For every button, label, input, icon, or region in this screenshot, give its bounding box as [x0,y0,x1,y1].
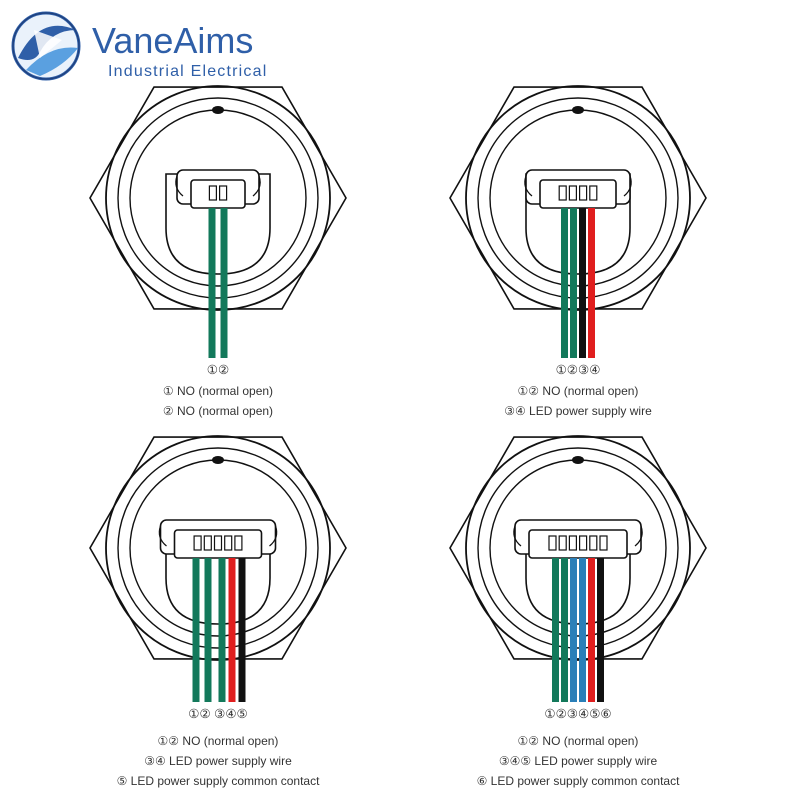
switch-diagram-1: ①② ① NO (normal open) ② NO (normal open) [89,85,347,418]
connector-pin [568,185,578,201]
pin-number-label: ①② [207,363,229,377]
wire-caption: ② NO (normal open) [163,404,273,418]
switch-ring [477,97,679,299]
connector-pin [558,535,567,551]
connector-pin [219,185,228,201]
wire-caption: ①② NO (normal open) [518,734,639,748]
switch-ring [105,435,331,661]
connector-latch-left [158,525,167,547]
wire-caption: ⑥ LED power supply common contact [477,774,681,788]
switch-diagram-3: ①② ③④⑤ ①② NO (normal open) ③④ LED power su… [89,435,347,788]
wire-black [238,558,246,702]
connector-pin [234,535,243,551]
connector-pin [193,535,202,551]
switch-ring [105,85,331,311]
switch-ring [477,447,679,649]
globe-swirl-icon [11,11,81,81]
connector-pin [578,535,588,551]
wire-red [228,558,236,702]
wire-caption: ③④ LED power supply wire [144,754,292,768]
wire-caption: ① NO (normal open) [163,384,273,398]
connector-pin [208,185,217,201]
connector-latch-right [269,525,278,547]
switch-diagram-4: ①②③④⑤⑥ ①② NO (normal open) ③④⑤ LED power s… [449,435,707,788]
wire-black [579,208,586,358]
switch-diagram-2: ①②③④ ①② NO (normal open) ③④ LED power supp… [449,85,707,418]
orientation-dot [572,456,584,464]
connector-latch-left [175,175,184,197]
wire-blue [579,558,586,702]
wire-green [192,558,200,702]
wire-green [218,558,226,702]
connector-pin [558,185,567,201]
connector-pin [203,535,212,551]
pin-number-label: ①② ③④⑤ [188,707,248,721]
wire-green [561,558,568,702]
wire-caption: ③④ LED power supply wire [504,404,652,418]
switch-ring [465,85,691,311]
wire-green [570,208,577,358]
connector-latch-right [634,525,643,547]
wire-green [561,208,568,358]
switch-ring [465,435,691,661]
switch-ring [117,447,319,649]
connector-latch-right [252,175,261,197]
wire-black [597,558,604,702]
wire-caption: ①② NO (normal open) [518,384,639,398]
wire-caption: ⑤ LED power supply common contact [117,774,321,788]
orientation-dot [212,456,224,464]
connector-pin [224,535,233,551]
wire-caption: ①② NO (normal open) [158,734,279,748]
wire-blue [570,558,577,702]
orientation-dot [572,106,584,114]
wire-red [588,558,595,702]
wire-caption: ③④⑤ LED power supply wire [499,754,658,768]
connector-pin [599,535,608,551]
connector-pin [213,535,223,551]
wire-green [552,558,559,702]
connector-housing [528,529,628,559]
wire-green [208,208,216,358]
wire-green [220,208,228,358]
switch-ring [117,97,319,299]
connector-latch-left [524,175,533,197]
connector-pin [568,535,578,551]
brand-tagline: Industrial Electrical [108,63,267,80]
brand-logo: VaneAims Industrial Electrical [11,11,267,81]
connector-pin [589,535,598,551]
pin-number-label: ①②③④ [556,363,601,377]
wire-green [204,558,212,702]
orientation-dot [212,106,224,114]
connector-pin [578,185,588,201]
connector-housing [539,179,617,209]
brand-name: VaneAims [92,20,253,61]
connector-housing [190,179,246,209]
diagram-grid: ①②① NO (normal open)② NO (normal open)①②… [89,85,707,788]
connector-latch-right [623,175,632,197]
connector-pin [589,185,598,201]
pin-number-label: ①②③④⑤⑥ [544,707,611,721]
connector-pin [548,535,557,551]
wire-red [588,208,595,358]
connector-latch-left [513,525,522,547]
